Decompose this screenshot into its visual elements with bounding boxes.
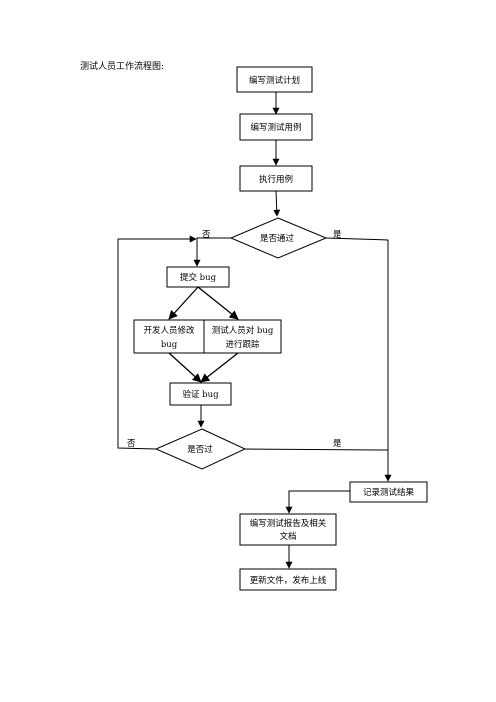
node-tester-track-label-1: 测试人员对 bug bbox=[212, 325, 274, 336]
node-tester-track-label-2: 进行跟踪 bbox=[225, 339, 260, 350]
node-verify-bug: 验证 bug bbox=[169, 382, 232, 406]
node-update-release-label: 更新文件，发布上线 bbox=[250, 575, 327, 586]
node-dev-fix: 开发人员修改 bug bbox=[133, 319, 205, 354]
edge-track-to-verify bbox=[200, 352, 239, 383]
edge-label-yes-2: 是 bbox=[333, 439, 342, 449]
node-verify-bug-label: 验证 bug bbox=[182, 389, 219, 400]
node-dev-fix-label-1: 开发人员修改 bbox=[143, 325, 195, 336]
node-write-report-label-1: 编写测试报告及相关 bbox=[250, 518, 327, 529]
edge-record-to-report bbox=[285, 490, 350, 514]
edge-label-yes-1: 是 bbox=[333, 230, 342, 240]
edge-devfix-to-verify bbox=[168, 352, 202, 383]
node-pass-check-2-label: 是否过 bbox=[187, 444, 213, 455]
node-submit-bug-label: 提交 bug bbox=[180, 272, 217, 283]
edge-check2-no-loop bbox=[117, 235, 197, 450]
node-record-results: 记录测试结果 bbox=[349, 481, 428, 503]
node-tester-track: 测试人员对 bug 进行跟踪 bbox=[203, 319, 282, 354]
node-write-plan: 编写测试计划 bbox=[236, 66, 313, 93]
node-pass-check-2: 是否过 bbox=[154, 428, 247, 470]
node-write-report-label-2: 文档 bbox=[279, 531, 296, 542]
node-dev-fix-label-2: bug bbox=[161, 340, 178, 350]
edge-check2-yes bbox=[244, 448, 389, 451]
node-run-cases-label: 执行用例 bbox=[259, 174, 293, 185]
edge-submit-to-track bbox=[197, 286, 239, 320]
edge-check1-no bbox=[193, 237, 231, 267]
node-pass-check-1: 是否通过 bbox=[229, 217, 328, 259]
node-write-cases: 编写测试用例 bbox=[239, 113, 313, 141]
node-write-cases-label: 编写测试用例 bbox=[250, 122, 301, 133]
page-title: 测试人员工作流程图: bbox=[80, 62, 165, 72]
edge-check1-yes bbox=[325, 237, 392, 482]
node-pass-check-1-label: 是否通过 bbox=[260, 233, 295, 244]
edge-label-no-2: 否 bbox=[127, 439, 136, 449]
node-write-report: 编写测试报告及相关 文档 bbox=[239, 513, 337, 546]
edge-submit-to-devfix bbox=[168, 286, 199, 320]
node-run-cases: 执行用例 bbox=[239, 165, 313, 192]
edge-label-no-1: 否 bbox=[202, 230, 211, 240]
edge-run-to-check1 bbox=[273, 190, 281, 217]
node-update-release: 更新文件，发布上线 bbox=[239, 568, 337, 591]
node-write-plan-label: 编写测试计划 bbox=[249, 75, 300, 86]
node-submit-bug: 提交 bug bbox=[166, 266, 230, 288]
node-record-results-label: 记录测试结果 bbox=[363, 487, 415, 498]
